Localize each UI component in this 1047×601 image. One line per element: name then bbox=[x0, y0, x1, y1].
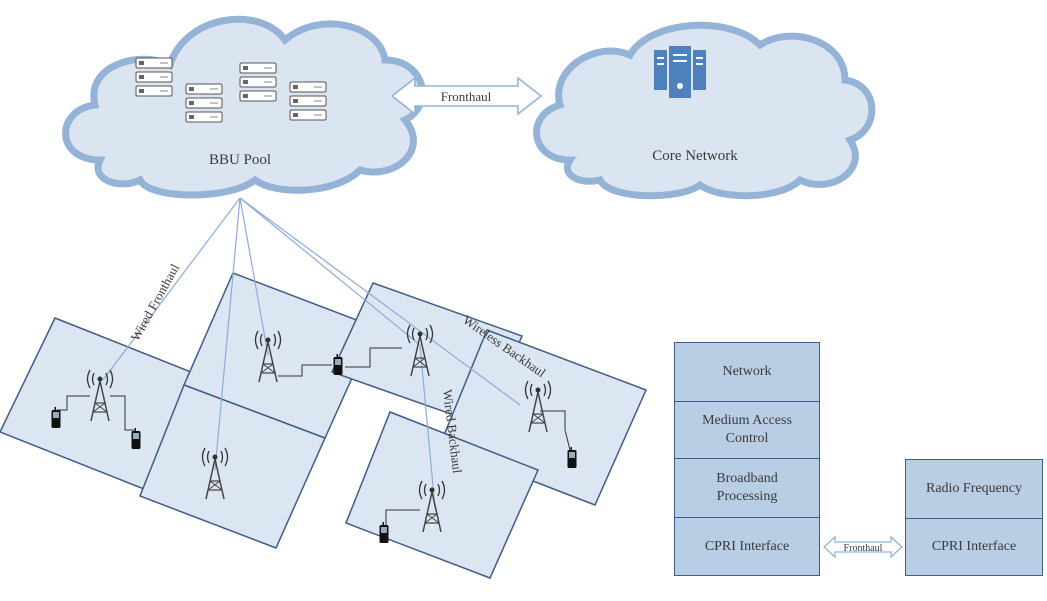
phone-icon bbox=[379, 522, 389, 543]
stack-layer-cpri: CPRI Interface bbox=[674, 517, 820, 576]
cell-mid-bottom bbox=[139, 384, 327, 549]
stack-fronthaul-arrow: Fronthaul bbox=[823, 535, 903, 559]
bbu-pool-cloud bbox=[62, 15, 426, 199]
stack-layer-label: Broadband Processing bbox=[716, 471, 778, 504]
core-network-label: Core Network bbox=[652, 148, 738, 164]
stack-layer-network: Network bbox=[674, 342, 820, 402]
stack-layer-label: CPRI Interface bbox=[931, 539, 1017, 554]
phone-icon bbox=[51, 407, 61, 428]
cell-areas bbox=[0, 272, 648, 579]
fronthaul-arrow bbox=[390, 76, 543, 116]
bbu-pool-label: BBU Pool bbox=[209, 152, 271, 168]
stack-layer-label: Radio Frequency bbox=[925, 481, 1023, 496]
fronthaul-label: Fronthaul bbox=[441, 89, 492, 104]
stack-layer-rf: Radio Frequency bbox=[905, 459, 1043, 519]
core-network-cloud bbox=[533, 21, 876, 200]
stack-layer-broadband: Broadband Processing bbox=[674, 458, 820, 518]
fronthaul-lines bbox=[102, 197, 521, 509]
phone-icon bbox=[131, 428, 141, 449]
cell-bottom bbox=[345, 411, 540, 579]
device-links bbox=[57, 347, 571, 527]
stack-layer-label: Network bbox=[722, 364, 772, 379]
phone-icon bbox=[567, 447, 577, 468]
core-server-icon bbox=[654, 46, 706, 98]
stack-layer-cpri-rrh: CPRI Interface bbox=[905, 518, 1043, 576]
stack-fronthaul-label: Fronthaul bbox=[844, 543, 883, 554]
phone-icon bbox=[333, 354, 343, 375]
stack-layer-label: CPRI Interface bbox=[704, 538, 790, 554]
stack-layer-label: Medium Access Control bbox=[702, 413, 792, 446]
stack-layer-mac: Medium Access Control bbox=[674, 401, 820, 459]
wired-fronthaul-label: Wired Fronthaul bbox=[128, 261, 183, 344]
